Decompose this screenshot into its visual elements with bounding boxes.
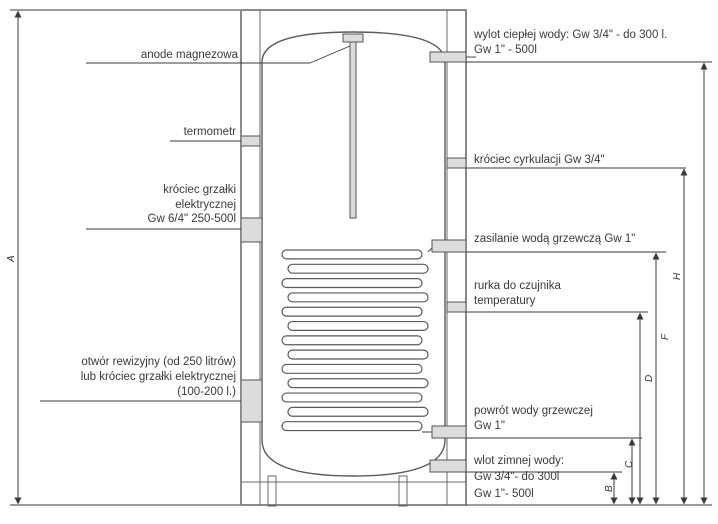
- coil-turn: [287, 320, 429, 332]
- tank-legs: [267, 475, 408, 507]
- dimension-h: [466, 61, 712, 505]
- callout-anode: anode magnezowa: [86, 45, 351, 64]
- left-fittings: [240, 135, 263, 423]
- dimension-c: C: [466, 437, 642, 505]
- callout-hot-water: wylot ciepłej wody: Gw 3/4" - do 300 l. …: [466, 29, 667, 58]
- label-thermometer: termometr: [184, 126, 237, 138]
- callout-heating-supply: zasilanie wodą grzewczą Gw 1": [474, 233, 635, 245]
- dim-label-c: C: [624, 460, 635, 468]
- inner-vessel: [261, 31, 446, 477]
- callout-cold-water: wlot zimnej wody: Gw 3/4"- do 300l Gw 1"…: [473, 455, 564, 500]
- label-heating-return-2: Gw 1": [474, 420, 505, 432]
- coil-turn: [287, 292, 429, 303]
- coil-turn: [281, 363, 423, 374]
- label-cold-water-3: Gw 1"- 500l: [474, 488, 534, 500]
- coil-turn: [281, 278, 423, 289]
- anode-rod: [342, 33, 364, 219]
- dimension-a: A: [6, 9, 240, 506]
- dimension-h-inner: H: [466, 167, 688, 505]
- label-hot-water-2: Gw 1" - 500l: [474, 44, 537, 56]
- coil-turn: [287, 378, 429, 389]
- coil-turn: [281, 249, 423, 260]
- heating-coil: [281, 245, 435, 433]
- coil-turn: [281, 421, 423, 432]
- callout-heating-return: powrót wody grzewczej Gw 1": [474, 405, 593, 432]
- label-sensor-2: temperatury: [474, 295, 536, 307]
- label-heater-3: Gw 6/4" 250-500l: [148, 213, 236, 225]
- label-inspection-1: otwór rewizyjny (od 250 litrów): [81, 356, 236, 368]
- callout-thermometer: termometr: [170, 126, 241, 142]
- dim-label-d: D: [644, 375, 655, 382]
- label-heating-supply: zasilanie wodą grzewczą Gw 1": [474, 233, 635, 245]
- label-hot-water-1: wylot ciepłej wody: Gw 3/4" - do 300 l.: [473, 29, 667, 41]
- callout-sensor: rurka do czujnika temperatury: [474, 280, 562, 307]
- dim-label-b: B: [604, 485, 615, 492]
- label-cold-water-1: wlot zimnej wody:: [473, 455, 564, 467]
- dim-label-h: H: [672, 272, 683, 280]
- dimension-d: D: [466, 311, 655, 505]
- coil-turn: [287, 406, 429, 417]
- callout-circulation: króciec cyrkulacji Gw 3/4": [474, 154, 605, 166]
- coil-turn: [287, 263, 429, 274]
- callout-inspection: otwór rewizyjny (od 250 litrów) lub króc…: [40, 356, 241, 402]
- label-inspection-2: lub króciec grzałki elektrycznej: [81, 371, 236, 383]
- right-fittings: [429, 51, 467, 473]
- dimension-b: B: [466, 471, 712, 506]
- coil-turn: [287, 349, 429, 360]
- dim-label-a: A: [6, 255, 17, 263]
- coil-turn: [281, 392, 423, 403]
- label-sensor-1: rurka do czujnika: [474, 280, 562, 292]
- coil-turn: [281, 306, 423, 317]
- callout-heater: króciec grzałki elektrycznej Gw 6/4" 250…: [86, 184, 241, 230]
- label-heater-1: króciec grzałki: [163, 184, 236, 196]
- label-inspection-3: (100-200 l.): [177, 386, 236, 398]
- label-heating-return-1: powrót wody grzewczej: [474, 405, 593, 417]
- dimension-f: F: [466, 251, 671, 505]
- label-anode: anode magnezowa: [141, 49, 239, 61]
- coil-turn: [281, 335, 423, 346]
- label-circulation: króciec cyrkulacji Gw 3/4": [474, 154, 605, 166]
- label-cold-water-2: Gw 3/4"- do 300l: [474, 471, 559, 483]
- label-heater-2: elektrycznej: [175, 199, 236, 211]
- dim-label-f: F: [660, 333, 671, 340]
